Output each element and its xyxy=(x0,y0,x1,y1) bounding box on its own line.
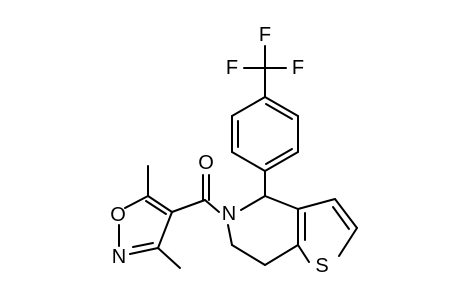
atom-f-top: F xyxy=(259,24,271,46)
atom-f-right: F xyxy=(292,57,304,79)
bond-c5-o xyxy=(124,195,149,209)
bond-n-carbonyl xyxy=(204,199,220,213)
bond-c3a-c4 xyxy=(264,195,299,210)
bond-c6-c7 xyxy=(231,244,266,266)
bond-carbonyl-isox xyxy=(171,199,206,213)
bond-c7-c7a xyxy=(264,244,299,266)
bond-c3-c2-inner xyxy=(332,206,350,230)
bond-c4-c5-inner xyxy=(145,200,167,215)
atom-n-isoxazole: N xyxy=(112,246,126,268)
bond-n-c3 xyxy=(129,247,159,255)
bond-c3a-c3 xyxy=(297,198,336,210)
bond-ph-6 xyxy=(231,96,266,117)
bond-ph-3-inner xyxy=(265,148,293,165)
bond-c3-c4 xyxy=(157,211,173,249)
bond-c4-c5 xyxy=(147,195,173,213)
bond-ph-1-inner xyxy=(265,103,293,120)
atom-s-thiophene: S xyxy=(315,255,328,277)
bond-c4-n xyxy=(240,195,266,211)
bond-ph-4 xyxy=(231,151,266,172)
atom-n-amide: N xyxy=(222,203,236,225)
bond-n-c3-inner xyxy=(132,242,154,248)
bond-ph-1 xyxy=(264,96,299,117)
bond-c3-c2 xyxy=(334,198,358,229)
bond-s-c7a xyxy=(297,244,310,263)
bond-c2-s xyxy=(338,227,358,257)
atom-f-left: F xyxy=(226,57,238,79)
bond-c3-methyl xyxy=(157,247,181,269)
atom-o-isoxazole: O xyxy=(110,204,126,226)
atom-o-carbonyl: O xyxy=(198,152,214,174)
bond-ph-3 xyxy=(264,151,299,172)
bond-n-c6 xyxy=(227,224,233,246)
